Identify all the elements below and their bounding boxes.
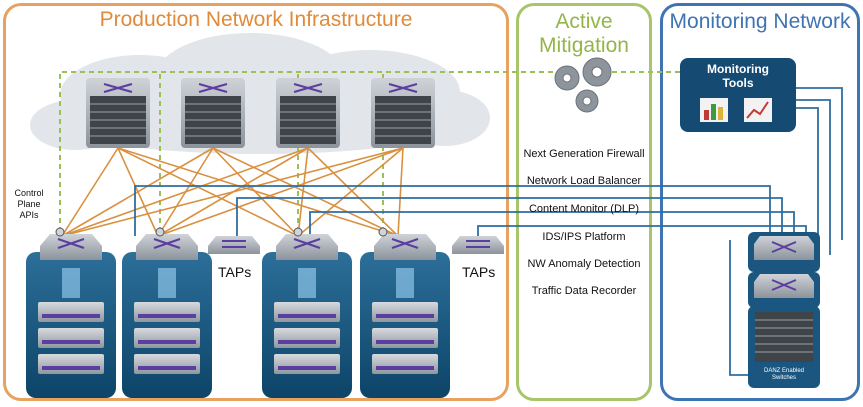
danz-label-line2: Switches: [771, 375, 796, 381]
switch-icon: [391, 237, 419, 250]
monitoring-tools-box: [680, 58, 796, 132]
tap-label: TAPs: [218, 264, 252, 280]
danz-switch-stack: [748, 232, 820, 388]
mitigation-item: NW Anomaly Detection: [527, 258, 641, 270]
active-mitigation-title-line1: Active: [555, 10, 613, 33]
spine-switches: [86, 78, 435, 148]
fabric-links: [61, 147, 404, 237]
switch-icon: [222, 240, 246, 248]
control-plane-nodes: [55, 227, 388, 237]
leaf-switches: [40, 234, 436, 260]
switch-icon: [293, 237, 321, 250]
control-plane-label-line2: Plane: [17, 199, 41, 209]
monitoring-tools-label-line1: Monitoring: [707, 62, 769, 76]
gear-icon: [554, 57, 612, 113]
line-chart-icon: [744, 98, 772, 122]
mitigation-item: Content Monitor (DLP): [528, 203, 640, 215]
switch-icon: [103, 82, 133, 94]
switch-icon: [771, 279, 797, 291]
mitigation-item: IDS/IPS Platform: [542, 231, 626, 243]
tap-devices: [208, 236, 504, 254]
switch-icon: [57, 237, 85, 250]
switch-icon: [293, 82, 323, 94]
switch-icon: [153, 237, 181, 250]
switch-icon: [466, 240, 490, 248]
monitoring-network-panel: [660, 3, 860, 401]
monitoring-network-title: Monitoring Network: [669, 10, 851, 33]
active-mitigation-panel: [516, 3, 652, 401]
production-network-panel: [3, 3, 509, 401]
tap-label: TAPs: [462, 264, 496, 280]
monitoring-tools-label-line2: Tools: [722, 76, 754, 90]
mitigation-item: Network Load Balancer: [526, 175, 642, 187]
production-network-title: Production Network Infrastructure: [99, 8, 413, 31]
active-mitigation-title-line2: Mitigation: [539, 34, 629, 57]
switch-icon: [771, 241, 797, 253]
mitigation-item: Traffic Data Recorder: [531, 285, 637, 297]
server-racks: [26, 252, 450, 398]
danz-label-line1: DANZ Enabled: [763, 368, 805, 374]
switch-icon: [388, 82, 418, 94]
switch-icon: [198, 82, 228, 94]
control-plane-label-line1: Control: [14, 188, 44, 198]
control-plane-label-line3: APIs: [19, 210, 39, 220]
bar-chart-icon: [700, 98, 728, 122]
control-plane-links: [59, 71, 690, 232]
mitigation-item: Next Generation Firewall: [523, 148, 645, 160]
